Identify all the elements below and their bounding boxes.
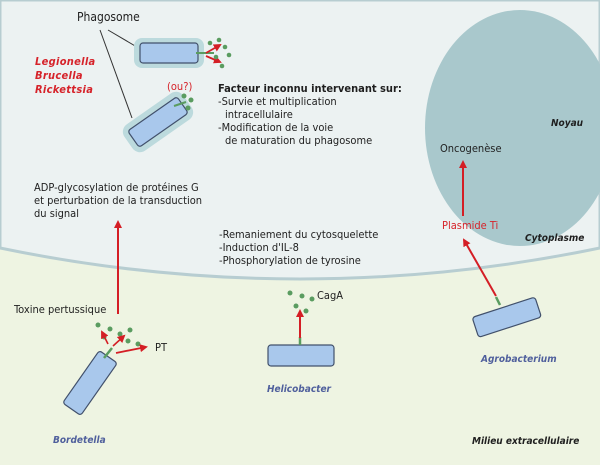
ou-label: (ou?) bbox=[167, 80, 193, 93]
bacterium-name-rickettsia: Rickettsia bbox=[35, 83, 94, 96]
phagosome-bacterium-upper bbox=[134, 38, 214, 68]
facteur-line-2: intracellulaire bbox=[225, 108, 293, 121]
bordetella-label: Bordetella bbox=[53, 435, 106, 446]
intracellular-bacteria-list: Legionella Brucella Rickettsia bbox=[35, 55, 96, 97]
adp-line-2: et perturbation de la transduction bbox=[34, 194, 203, 207]
pt-label: PT bbox=[155, 341, 168, 354]
phagosome-pointer-lower bbox=[99, 29, 133, 119]
helicobacter-effects-block: -Remaniement du cytosquelette -Induction… bbox=[219, 228, 378, 267]
arrow-agrobacterium-plasmide bbox=[463, 238, 497, 297]
adp-glycosylation-block: ADP-glycosylation de protéines G et pert… bbox=[34, 181, 202, 220]
plasmide-label: Plasmide Ti bbox=[442, 219, 499, 232]
effect-line-3: -Phosphorylation de tyrosine bbox=[219, 254, 361, 267]
upper-secretion-dots bbox=[207, 37, 232, 69]
adp-line-1: ADP-glycosylation de protéines G bbox=[34, 181, 199, 194]
helicobacter-label: Helicobacter bbox=[267, 384, 331, 395]
noyau-label: Noyau bbox=[551, 118, 584, 129]
facteur-line-4: de maturation du phagosome bbox=[225, 134, 373, 147]
facteur-inconnu-block: Facteur inconnu intervenant sur: -Survie… bbox=[218, 82, 402, 147]
nucleus-shape bbox=[425, 10, 600, 246]
adp-line-3: du signal bbox=[34, 207, 79, 220]
phagosome-secretion-lower bbox=[173, 93, 194, 111]
arrow-bordetella-small-1 bbox=[101, 330, 109, 345]
phagosome-bacterium-lower bbox=[122, 91, 194, 153]
cytoplasme-label: Cytoplasme bbox=[525, 233, 585, 244]
helicobacter-bacterium bbox=[267, 344, 335, 367]
arrow-bordetella-small-2 bbox=[112, 334, 126, 347]
phagosome-label: Phagosome bbox=[77, 10, 140, 24]
bordetella-bacterium bbox=[63, 351, 117, 415]
bacterium-name-brucella: Brucella bbox=[35, 69, 83, 82]
facteur-title: Facteur inconnu intervenant sur: bbox=[218, 82, 402, 95]
agrobacterium-secretion-stub bbox=[494, 296, 502, 306]
arrow-bordetella-pt bbox=[115, 344, 148, 354]
arrow-upper-1 bbox=[205, 44, 222, 54]
agrobacterium-bacterium bbox=[472, 297, 542, 338]
bordetella-secretion-stub bbox=[103, 347, 113, 359]
effect-line-1: -Remaniement du cytosquelette bbox=[219, 228, 379, 241]
facteur-line-1: -Survie et multiplication bbox=[218, 95, 337, 108]
caga-label: CagA bbox=[317, 289, 344, 302]
agrobacterium-label: Agrobacterium bbox=[481, 354, 557, 365]
caga-dots bbox=[287, 290, 315, 314]
effect-line-2: -Induction d'IL-8 bbox=[219, 241, 299, 254]
milieu-label: Milieu extracellulaire bbox=[472, 436, 580, 447]
toxine-label: Toxine pertussique bbox=[14, 303, 107, 316]
facteur-line-3: -Modification de la voie bbox=[218, 121, 334, 134]
oncogenese-label: Oncogenèse bbox=[440, 142, 502, 155]
arrow-upper-2 bbox=[205, 55, 222, 64]
bacterium-name-legionella: Legionella bbox=[35, 55, 96, 68]
